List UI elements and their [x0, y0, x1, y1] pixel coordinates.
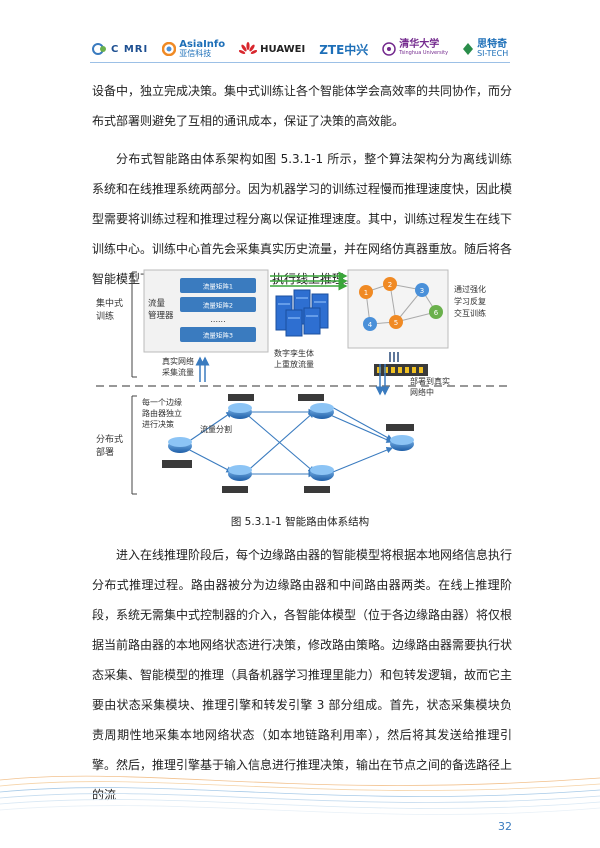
- flow-split-label: 流量分割: [200, 424, 232, 434]
- svg-text:4: 4: [368, 321, 373, 329]
- svg-text:流量矩阵1: 流量矩阵1: [203, 282, 233, 291]
- svg-text:流量矩阵3: 流量矩阵3: [203, 331, 233, 340]
- paragraph-2: 分布式智能路由体系架构如图 5.3.1-1 所示，整个算法架构分为离线训练系统和…: [92, 152, 513, 286]
- figure-caption: 图 5.3.1-1 智能路由体系结构: [230, 516, 370, 528]
- flow-matrix-1: [180, 278, 256, 293]
- svg-text:6: 6: [434, 309, 439, 317]
- flow-matrix-ellipsis: ......: [210, 315, 225, 324]
- logo-strip: C MRI AsiaInfo 亚信科技 HUAWEI ZTE中兴 清华大学 Ts…: [92, 40, 512, 58]
- edge-model-stack-icons: [162, 394, 414, 493]
- deploy-label-1: 部署到真实: [410, 376, 450, 386]
- rl-label-3: 交互训练: [454, 308, 486, 318]
- flow-manager-label-1: 流量: [148, 298, 166, 309]
- header-divider: [90, 62, 510, 63]
- edge-decide-label-2: 路由器独立: [142, 408, 182, 418]
- network-links: [181, 405, 394, 478]
- distributed-bracket: [131, 395, 137, 495]
- cmri-logo: C MRI: [92, 43, 148, 55]
- collect-label-2: 采集流量: [162, 367, 194, 377]
- asiainfo-logo: AsiaInfo 亚信科技: [162, 40, 225, 58]
- edge-decide-label-1: 每一个边缘: [142, 397, 182, 407]
- label-centralized-2: 训练: [96, 310, 114, 322]
- rl-graph-nodes: [359, 277, 443, 331]
- flow-matrix-3: [180, 327, 256, 342]
- zte-logo: ZTE中兴: [319, 42, 369, 57]
- centralized-bracket: [131, 271, 137, 378]
- deploy-label-2: 网络中: [410, 387, 434, 397]
- label-distributed-2: 部署: [96, 446, 114, 458]
- digital-twin-server-icon: [275, 289, 329, 337]
- twin-label-1: 数字孪生体: [274, 348, 314, 358]
- svg-text:2: 2: [388, 281, 392, 289]
- collect-label-1: 真实网络: [162, 356, 194, 366]
- rl-label-1: 通过强化: [454, 284, 486, 294]
- svg-text:5: 5: [394, 319, 398, 327]
- page-number: 32: [498, 820, 512, 833]
- tsinghua-logo: 清华大学 Tsinghua University: [382, 40, 448, 58]
- sitech-logo: 思特奇 SI-TECH: [462, 40, 508, 58]
- page-header: C MRI AsiaInfo 亚信科技 HUAWEI ZTE中兴 清华大学 Ts…: [0, 0, 600, 63]
- footer-wave-decoration: [0, 775, 600, 815]
- flow-matrix-2: [180, 297, 256, 312]
- paragraph-1: 设备中，独立完成决策。集中式训练让各个智能体学会高效率的共同协作，而分布式部署则…: [92, 84, 513, 128]
- routing-architecture-figure: 集中式 训练 分布式 部署 流量 管理器 流量矩阵1 流量矩阵2 ...... …: [96, 269, 508, 495]
- svg-text:流量矩阵2: 流量矩阵2: [203, 301, 233, 310]
- rl-interaction-arrows: [389, 352, 399, 362]
- label-distributed-1: 分布式: [96, 433, 123, 445]
- router-icon: [168, 403, 414, 481]
- svg-text:1: 1: [364, 289, 368, 297]
- paragraph-3: 进入在线推理阶段后，每个边缘路由器的智能模型将根据本地网络信息执行分布式推理过程…: [92, 548, 513, 802]
- model-stack-icon: [374, 364, 428, 376]
- svg-text:3: 3: [420, 287, 424, 295]
- label-centralized-1: 集中式: [96, 297, 123, 309]
- edge-decide-label-3: 进行决策: [142, 419, 174, 429]
- huawei-logo: HUAWEI: [239, 42, 305, 56]
- twin-label-2: 上重放流量: [274, 359, 314, 369]
- rl-label-2: 学习反复: [454, 296, 486, 306]
- flow-manager-label-2: 管理器: [148, 310, 174, 321]
